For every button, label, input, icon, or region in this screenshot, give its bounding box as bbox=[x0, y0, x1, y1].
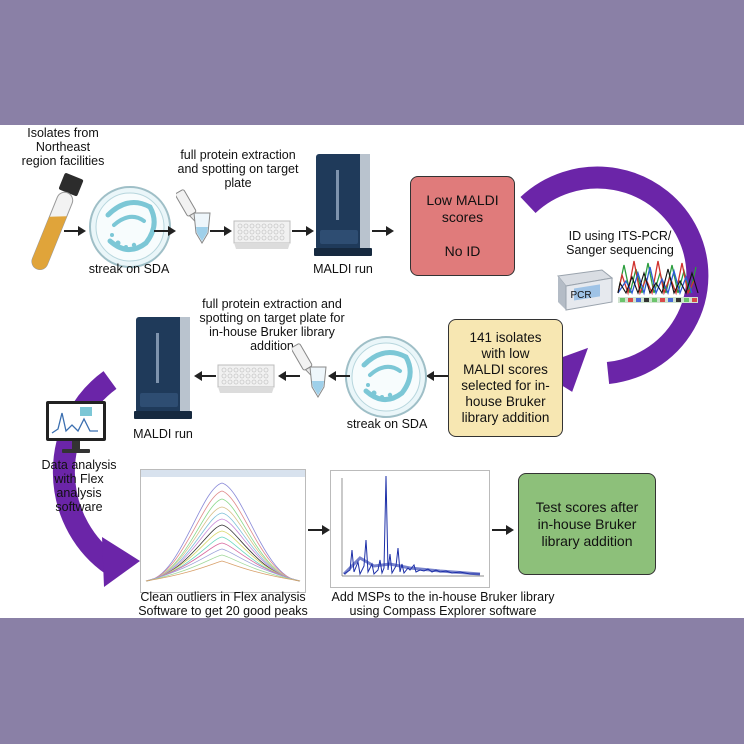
arrow-box-to-plate bbox=[426, 371, 448, 381]
arrow-plate-to-extraction bbox=[154, 226, 176, 236]
maldi-label-1: MALDI run bbox=[313, 262, 373, 276]
clean-outliers-label: Clean outliers in Flex analysis Software… bbox=[138, 590, 308, 618]
chromatogram-icon bbox=[617, 260, 699, 303]
arrow-target-to-maldi-2 bbox=[194, 371, 216, 381]
streak-label-1: streak on SDA bbox=[88, 262, 170, 276]
data-analysis-label: Data analysis with Flex analysis softwar… bbox=[41, 458, 117, 514]
add-msps-label: Add MSPs to the in-house Bruker library … bbox=[331, 590, 555, 618]
target-plate-icon-2 bbox=[217, 364, 275, 393]
culture-tube-icon bbox=[31, 173, 84, 270]
cycle-arrow-left bbox=[52, 371, 140, 587]
arrow-pipette-to-target-2 bbox=[278, 371, 300, 381]
arrow-plate-to-pipette-2 bbox=[328, 371, 350, 381]
petri-dish-icon bbox=[89, 186, 171, 268]
isolates-label: Isolates from Northeast region facilitie… bbox=[21, 126, 105, 168]
pcr-text: PCR bbox=[570, 290, 592, 301]
petri-dish-icon-2 bbox=[345, 336, 427, 418]
maldi-label-2: MALDI run bbox=[133, 427, 193, 441]
its-pcr-label: ID using ITS-PCR/ Sanger sequencing bbox=[566, 229, 674, 257]
pipette-tube-icon-2 bbox=[292, 343, 327, 398]
extraction-label-1: full protein extraction and spotting on … bbox=[177, 148, 299, 190]
selected-isolates-box: 141 isolates with low MALDI scores selec… bbox=[448, 319, 563, 437]
arrow-spectrum-to-test bbox=[492, 525, 514, 535]
pcr-machine-icon bbox=[557, 269, 614, 311]
flex-analysis-screenshot bbox=[140, 469, 306, 593]
target-plate-icon bbox=[233, 220, 291, 249]
workflow-diagram: Isolates from Northeast region facilitie… bbox=[0, 125, 744, 618]
arrow-tube-to-plate bbox=[64, 226, 86, 236]
streak-label-2: streak on SDA bbox=[346, 417, 428, 431]
pipette-tube-icon bbox=[176, 189, 211, 244]
arrow-flex-to-spectrum bbox=[308, 525, 330, 535]
extraction-label-2: full protein extraction and spotting on … bbox=[199, 297, 345, 353]
test-scores-box: Test scores after in-house Bruker librar… bbox=[518, 473, 656, 575]
low-maldi-scores-box: Low MALDI scores No ID bbox=[410, 176, 515, 276]
spectrum-screenshot bbox=[330, 470, 490, 588]
arrow-target-to-maldi bbox=[292, 226, 314, 236]
arrow-maldi-to-low-scores bbox=[372, 226, 394, 236]
maldi-instrument-icon-1 bbox=[314, 154, 372, 256]
maldi-instrument-icon-2 bbox=[134, 317, 192, 419]
monitor-icon bbox=[46, 401, 106, 453]
arrow-extraction-to-target bbox=[210, 226, 232, 236]
